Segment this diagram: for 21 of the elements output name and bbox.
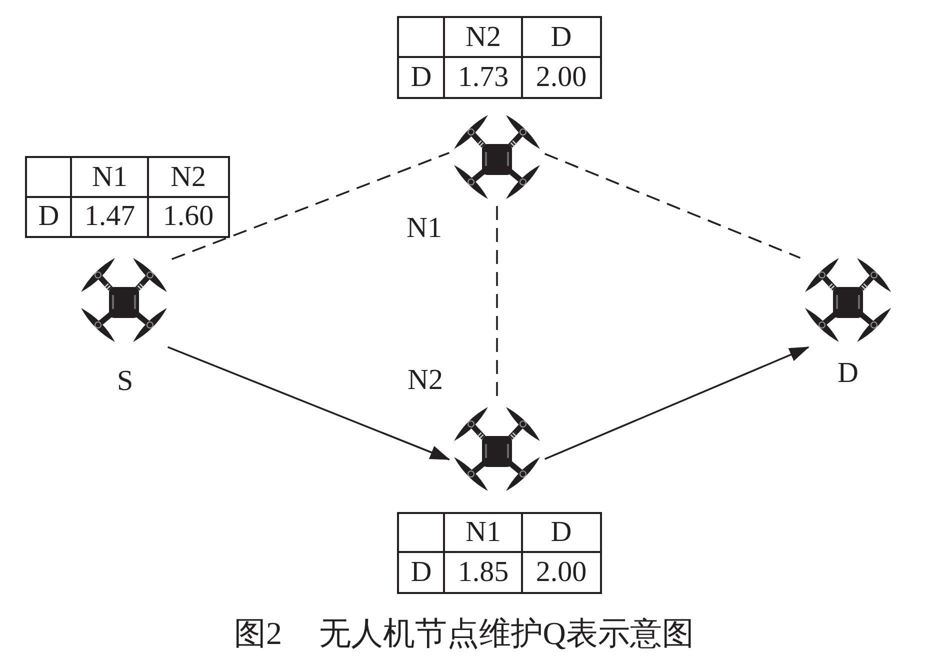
node-label: N2 <box>408 366 443 394</box>
table-cell: 1.60 <box>147 196 230 238</box>
table-cell: 2.00 <box>521 551 602 594</box>
caption: 图2 无人机节点维护Q表示意图 <box>234 616 694 651</box>
table-cell: N2 <box>147 156 230 198</box>
table-cell: D <box>397 56 446 98</box>
table-cell: 1.47 <box>70 196 150 238</box>
node-label: D <box>838 358 858 388</box>
table-cell: D <box>521 512 602 554</box>
table-cell: D <box>25 196 72 238</box>
arrow <box>544 346 810 460</box>
node-label: S <box>117 366 134 396</box>
table-cell: 1.73 <box>443 56 524 98</box>
dashed-line <box>544 152 801 259</box>
node-label: N1 <box>406 214 442 242</box>
arrow <box>167 346 450 460</box>
table-cell: D <box>521 16 602 58</box>
table-cell: 1.85 <box>443 551 524 594</box>
dashed-line <box>171 152 450 260</box>
table-cell: 2.00 <box>521 56 602 98</box>
table-cell: D <box>397 551 446 594</box>
